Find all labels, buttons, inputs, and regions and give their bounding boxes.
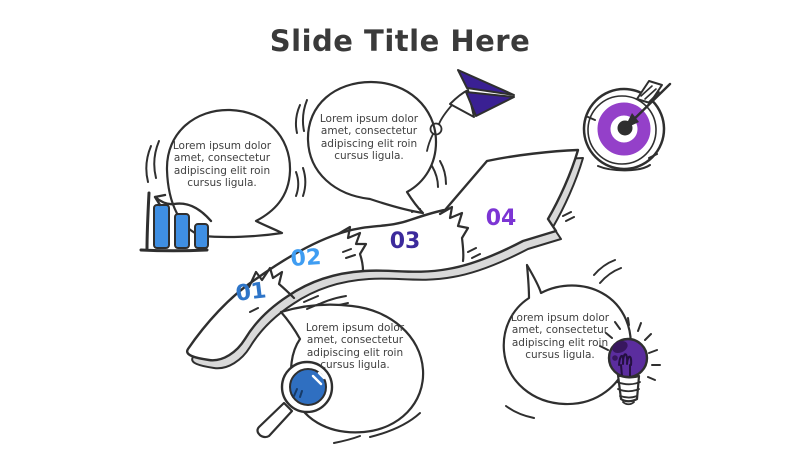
bulb-filament <box>618 353 633 377</box>
lens-marks <box>293 388 303 398</box>
bubble-line: amet, consectetur <box>511 324 609 337</box>
bubble-line: Lorem ipsum dolor <box>510 312 610 324</box>
bubble-line: cursus ligula. <box>525 349 595 362</box>
dart-head <box>624 113 639 129</box>
chart-axes <box>139 191 209 253</box>
plane-body <box>465 91 515 117</box>
step-number-01: 01 <box>234 278 268 307</box>
bubble-line: cursus ligula. <box>334 150 404 163</box>
bulb-neck-threads <box>616 381 641 406</box>
step-number-04: 04 <box>485 206 517 231</box>
target-icon <box>582 80 672 172</box>
plane-trail <box>438 104 453 125</box>
magnifier-handle <box>256 401 294 439</box>
speech-bubble-top <box>295 80 447 215</box>
dart-fletching <box>636 80 663 104</box>
bubble-line: amet, consectetur <box>306 334 404 347</box>
bulb-shade-dot <box>612 355 618 361</box>
chart-bar <box>174 213 190 249</box>
target-purple-ring <box>597 102 651 156</box>
slide-title: Slide Title Here <box>269 24 531 58</box>
divider-2 <box>336 225 368 273</box>
bubble-text-bottom-center: Lorem ipsum dolor amet, consectetur adip… <box>290 322 420 372</box>
bubble-line: amet, consectetur <box>320 125 418 138</box>
plane-trail-loop <box>429 122 443 136</box>
magnifier-icon <box>256 360 334 439</box>
chart-bar <box>194 223 209 249</box>
arrow-face <box>186 148 580 362</box>
paper-plane-icon <box>426 69 515 152</box>
bubble-line: adipiscing elit roin <box>320 137 418 150</box>
bubble-outline <box>502 263 632 406</box>
bulb-shade-blob <box>612 340 628 354</box>
target-inner-sketch-ring <box>587 95 657 165</box>
bubble-speed-marks <box>145 140 307 197</box>
bubble-line: amet, consectetur <box>173 152 271 165</box>
speech-bubble-bottom-right <box>502 259 632 419</box>
trend-arrow <box>153 193 213 223</box>
lens-highlight <box>311 371 326 386</box>
bubble-line: adipiscing elit roin <box>306 346 404 359</box>
bubble-outline <box>306 80 438 215</box>
plane-wing <box>457 69 515 96</box>
step-number-02: 02 <box>289 244 323 273</box>
bubble-speed-marks <box>295 99 447 188</box>
bubble-line: Lorem ipsum dolor <box>319 113 419 125</box>
bubble-line: Lorem ipsum dolor <box>305 322 405 334</box>
bubble-line: Lorem ipsum dolor <box>172 140 272 152</box>
bubble-text-top-center: Lorem ipsum dolor amet, consectetur adip… <box>304 113 434 163</box>
bulb-neck <box>616 373 641 403</box>
dart-fletching-hatch <box>640 85 660 103</box>
target-sketch-ticks <box>587 116 658 172</box>
plane-trail <box>426 133 434 152</box>
divider-1 <box>247 266 296 300</box>
step-number-03: 03 <box>389 229 421 254</box>
bubble-line: adipiscing elit roin <box>173 164 271 177</box>
bubble-text-left: Lorem ipsum dolor amet, consectetur adip… <box>157 140 287 190</box>
magnifier-lens <box>289 368 327 406</box>
bubble-line: cursus ligula. <box>187 177 257 190</box>
bulb-rays <box>599 317 661 381</box>
lightbulb-icon <box>599 317 661 406</box>
bubble-text-bottom-right: Lorem ipsum dolor amet, consectetur adip… <box>495 312 625 362</box>
bubble-line: cursus ligula. <box>320 359 390 372</box>
bar-chart-icon <box>139 191 213 253</box>
bubble-speed-marks <box>505 259 622 419</box>
speech-bubble-left <box>145 108 307 239</box>
divider-3 <box>438 205 470 263</box>
bubble-speed-marks <box>303 295 421 444</box>
chart-bar <box>153 204 170 249</box>
bubble-line: adipiscing elit roin <box>511 336 609 349</box>
